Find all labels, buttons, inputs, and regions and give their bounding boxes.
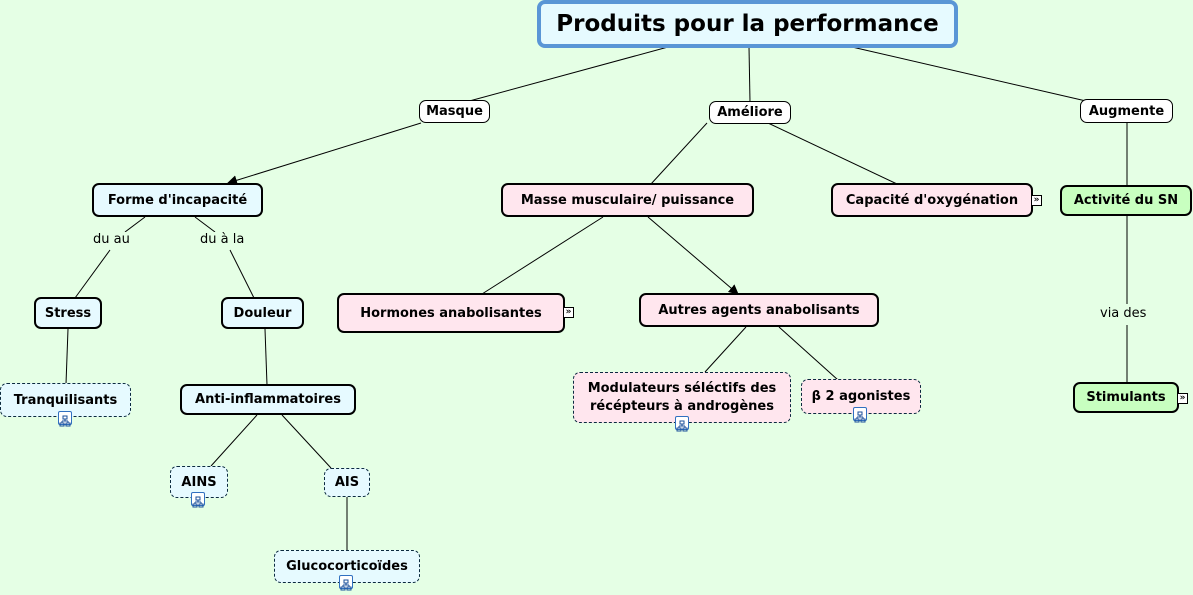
link-du-a-la-douleur <box>229 249 255 299</box>
link-anti-ains <box>210 414 258 467</box>
concept-ains-text: AINS <box>181 474 217 490</box>
submap-icon[interactable] <box>675 416 689 432</box>
link-masque-forme <box>227 122 422 186</box>
concept-beta2-agonistes-text: β 2 agonistes <box>811 389 911 404</box>
concept-hormones-anabolisantes-text: Hormones anabolisantes <box>360 305 542 321</box>
concept-capacite-oxygenation[interactable]: Capacité d'oxygénation <box>831 183 1033 217</box>
concept-douleur[interactable]: Douleur <box>221 297 304 329</box>
concept-tranquilisants[interactable]: Tranquilisants <box>0 383 131 417</box>
link-label-du-a-la: du à la <box>198 232 247 248</box>
link-label-augmente-text: Augmente <box>1088 103 1165 119</box>
concept-anti-inflammatoires[interactable]: Anti-inflammatoires <box>180 384 356 415</box>
link-masse-autres <box>647 216 739 295</box>
submap-icon[interactable] <box>339 575 353 591</box>
concept-autres-agents-text: Autres agents anabolisants <box>658 302 860 318</box>
submap-icon[interactable] <box>58 411 72 427</box>
concept-modulateurs-line2: récépteurs à androgènes <box>590 398 774 414</box>
link-ameliore-masse <box>650 122 708 185</box>
concept-modulateurs-line1: Modulateurs séléctifs des <box>587 380 777 396</box>
link-label-du-au: du au <box>91 232 132 248</box>
concept-autres-agents[interactable]: Autres agents anabolisants <box>639 293 879 327</box>
concept-capacite-oxygenation-text: Capacité d'oxygénation <box>845 192 1019 208</box>
link-title-augmente <box>851 46 1087 102</box>
link-label-ameliore[interactable]: Améliore <box>709 101 791 124</box>
link-label-via-des: via des <box>1098 306 1149 322</box>
link-du-au-stress <box>74 249 111 299</box>
link-douleur-anti <box>264 328 268 386</box>
link-label-augmente[interactable]: Augmente <box>1080 99 1173 123</box>
concept-masse-musculaire-text: Masse musculaire/ puissance <box>520 192 735 208</box>
link-autres-modulateurs <box>704 326 747 373</box>
expand-arrow-icon[interactable]: » <box>1031 195 1042 206</box>
link-anti-ais <box>281 414 332 469</box>
map-title-text: Produits pour la performance <box>556 10 939 37</box>
link-title-masque <box>461 46 669 104</box>
submap-icon[interactable] <box>853 407 867 423</box>
concept-stimulants[interactable]: Stimulants <box>1073 382 1179 413</box>
link-stress-tranquilisants <box>65 328 69 385</box>
concept-masse-musculaire[interactable]: Masse musculaire/ puissance <box>501 183 754 217</box>
link-title-ameliore <box>748 46 751 103</box>
link-label-ameliore-text: Améliore <box>717 105 783 120</box>
link-forme-du-a-la <box>194 216 216 233</box>
concept-forme-incapacite-text: Forme d'incapacité <box>107 192 248 208</box>
map-title[interactable]: Produits pour la performance <box>537 0 958 48</box>
concept-activite-sn[interactable]: Activité du SN <box>1060 185 1192 216</box>
concept-ais-text: AIS <box>334 475 360 490</box>
concept-stress-text: Stress <box>44 305 92 321</box>
link-forme-du-au <box>124 216 146 233</box>
submap-icon[interactable] <box>191 492 205 508</box>
concept-activite-sn-text: Activité du SN <box>1073 193 1179 208</box>
concept-stress[interactable]: Stress <box>34 297 102 329</box>
concept-anti-inflammatoires-text: Anti-inflammatoires <box>195 392 341 407</box>
concept-hormones-anabolisantes[interactable]: Hormones anabolisantes <box>337 293 565 333</box>
expand-arrow-icon[interactable]: » <box>563 307 574 318</box>
concept-douleur-text: Douleur <box>233 305 292 321</box>
concept-ais[interactable]: AIS <box>324 468 370 497</box>
concept-glucocorticoides-text: Glucocorticoïdes <box>286 559 408 574</box>
link-label-masque[interactable]: Masque <box>419 100 490 123</box>
expand-arrow-icon[interactable]: » <box>1177 393 1188 404</box>
link-label-masque-text: Masque <box>426 104 483 119</box>
concept-tranquilisants-text: Tranquilisants <box>13 392 118 408</box>
link-masse-hormones <box>481 216 604 295</box>
link-autres-beta <box>778 326 839 381</box>
link-ameliore-capacite <box>767 122 898 185</box>
concept-forme-incapacite[interactable]: Forme d'incapacité <box>92 183 263 217</box>
concept-stimulants-text: Stimulants <box>1086 390 1166 405</box>
